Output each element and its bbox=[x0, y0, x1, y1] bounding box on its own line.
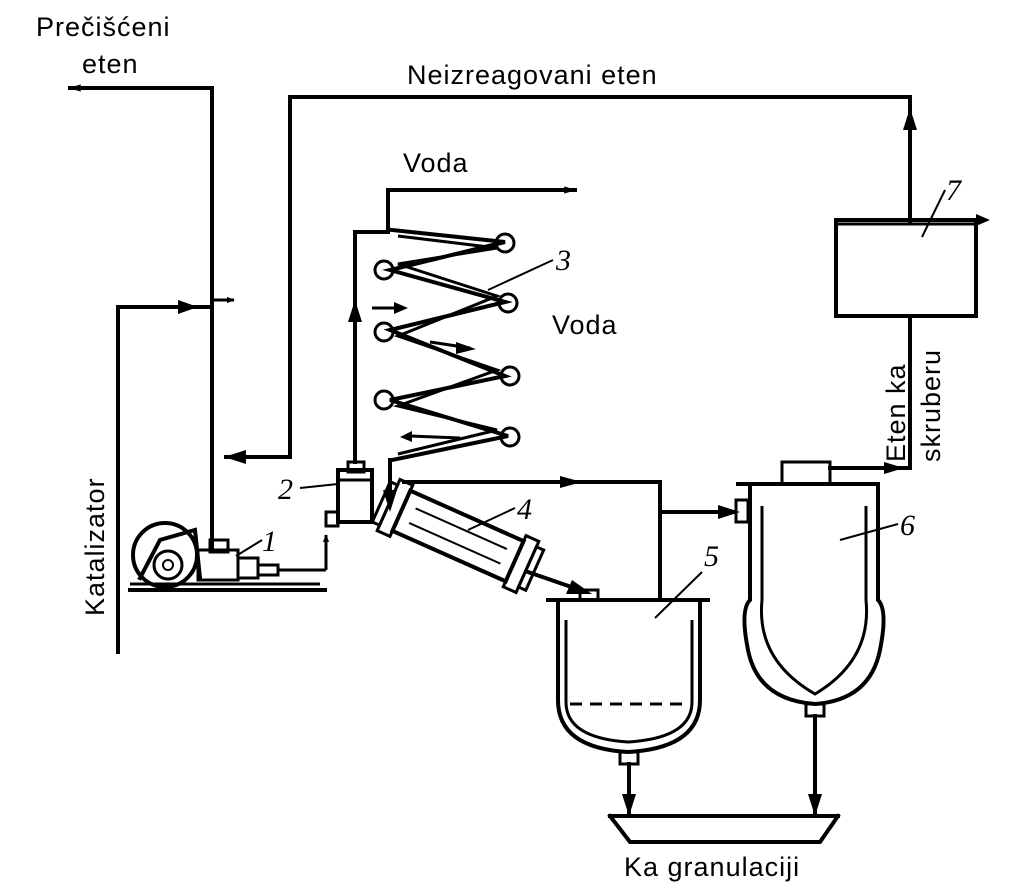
number-1: 1 bbox=[262, 525, 277, 558]
label-neizreagovani-eten: Neizreagovani eten bbox=[407, 60, 658, 90]
label-katalizator: Katalizator bbox=[80, 477, 110, 616]
number-6: 6 bbox=[900, 509, 915, 542]
cooler-4 bbox=[370, 477, 546, 595]
vessel-5 bbox=[546, 588, 710, 816]
number-7: 7 bbox=[946, 174, 963, 207]
scrubber-7 bbox=[834, 214, 990, 318]
number-4: 4 bbox=[517, 493, 532, 526]
label-eten-ka: Eten ka bbox=[881, 363, 911, 462]
purified-ethylene-line bbox=[68, 84, 235, 550]
number-5: 5 bbox=[704, 540, 719, 573]
label-skruberu: skruberu bbox=[916, 349, 946, 462]
vessel-6 bbox=[734, 318, 912, 816]
number-2: 2 bbox=[278, 473, 293, 506]
label-voda-outlet: Voda bbox=[403, 148, 469, 178]
label-precisceni-eten: eten bbox=[82, 49, 139, 79]
label-voda-inlet: Voda bbox=[552, 310, 618, 340]
unreacted-ethylene-recycle bbox=[224, 95, 917, 464]
label-precisceni: Prečišćeni bbox=[36, 12, 171, 42]
compressor-1 bbox=[128, 521, 330, 592]
separator-2 bbox=[324, 218, 390, 528]
number-leaders bbox=[235, 189, 946, 619]
catalyst-feed-line bbox=[116, 300, 214, 654]
granulation-tray bbox=[607, 813, 841, 844]
number-3: 3 bbox=[555, 244, 571, 277]
label-ka-granulaciji: Ka granulaciji bbox=[624, 852, 800, 882]
gas-transfer-line bbox=[402, 476, 740, 600]
reactor-coil-3 bbox=[372, 186, 577, 512]
